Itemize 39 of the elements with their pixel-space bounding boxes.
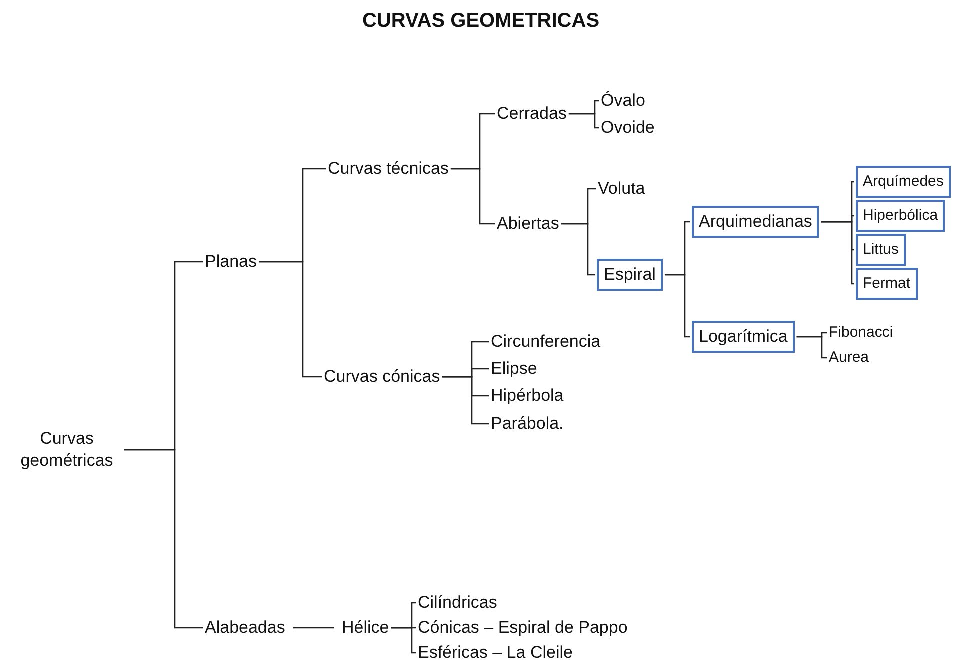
node-label: Cerradas bbox=[497, 103, 567, 125]
node-label: Aurea bbox=[829, 347, 870, 369]
node-label: Cónicas – Espiral de Pappo bbox=[418, 617, 628, 639]
node-label: Ovoide bbox=[601, 117, 655, 139]
node-label: Circunferencia bbox=[491, 331, 601, 353]
node-label: Cilíndricas bbox=[418, 592, 498, 614]
node-label: Elipse bbox=[491, 358, 538, 380]
node-label: Parábola. bbox=[491, 413, 564, 435]
bracket-connector bbox=[796, 336, 827, 359]
bracket-connector bbox=[258, 261, 322, 378]
node-box: Espiral bbox=[597, 259, 663, 291]
bracket-connector bbox=[124, 449, 203, 629]
node-label: Óvalo bbox=[601, 90, 646, 112]
bracket-connector bbox=[568, 113, 599, 129]
bracket-connector bbox=[450, 168, 495, 225]
node-label: Curvas cónicas bbox=[324, 366, 440, 388]
node-label: Abiertas bbox=[497, 213, 560, 235]
node-label: Hipérbola bbox=[491, 385, 564, 407]
diagram-title: CURVAS GEOMETRICAS bbox=[361, 10, 601, 33]
node-box: Arquimedianas bbox=[692, 206, 820, 238]
node-label: Alabeadas bbox=[205, 617, 286, 639]
node-box: Logarítmica bbox=[692, 321, 795, 353]
bracket-connector bbox=[664, 274, 690, 338]
bracket-connector bbox=[442, 376, 489, 425]
bracket-connector bbox=[391, 627, 416, 654]
node-label: Hélice bbox=[342, 617, 390, 639]
node-box: Fermat bbox=[856, 268, 918, 300]
node-box: Hiperbólica bbox=[856, 200, 946, 232]
node-label: Esféricas – La Cleile bbox=[418, 642, 573, 664]
node-label: Planas bbox=[205, 251, 257, 273]
node-label: Fibonacci bbox=[829, 322, 894, 344]
node-box: Littus bbox=[856, 234, 906, 266]
node-box: Arquímedes bbox=[856, 166, 951, 198]
bracket-connector bbox=[821, 221, 854, 285]
node-label: Curvas geométricas bbox=[12, 428, 122, 472]
bracket-connector bbox=[561, 223, 595, 276]
node-label: Curvas técnicas bbox=[328, 158, 449, 180]
node-label: Voluta bbox=[598, 178, 646, 200]
bracket-connector bbox=[293, 627, 334, 629]
